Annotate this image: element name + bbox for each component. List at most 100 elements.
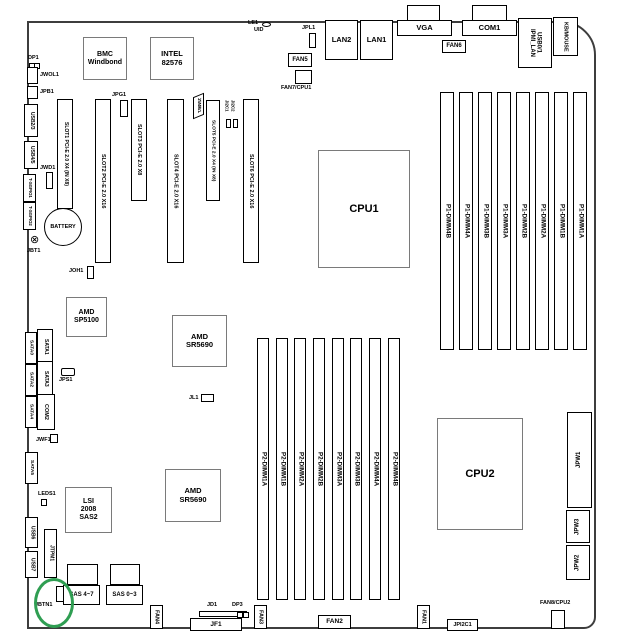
fan8-header xyxy=(551,610,565,629)
usb7-header: USB7 xyxy=(25,551,38,578)
jbtn1-highlight-circle xyxy=(34,578,74,628)
joh1-label: JOH1 xyxy=(69,268,84,274)
slot1-pcie: SLOT1 PCI-E 2.0 X4 (IN X8) xyxy=(57,99,73,209)
chip-lsi-sas2: LSI 2008 SAS2 xyxy=(65,487,112,533)
dimm-slot-p2-1b: P2-DIMM1B xyxy=(276,338,288,600)
leds1-led xyxy=(41,499,47,506)
leds1-label: LEDS1 xyxy=(38,491,56,497)
chip-sp5100: AMD SP5100 xyxy=(66,297,107,337)
chip-intel-82576: INTEL 82576 xyxy=(150,37,194,80)
jwol1-label: JWOL1 xyxy=(40,72,59,78)
vga-port: VGA xyxy=(397,20,452,36)
jpl1-header xyxy=(309,33,316,48)
dimm-slot-p1-1a: P1-DIMM1A xyxy=(573,92,587,350)
ji2c1-header xyxy=(226,119,231,128)
dimm-slot-p2-4b: P2-DIMM4B xyxy=(388,338,400,600)
fan1-header: FAN1 xyxy=(417,605,430,629)
vga-port-tab xyxy=(407,5,440,21)
sata0-port: SATA0 xyxy=(25,332,37,364)
sata2-port: SATA2 xyxy=(25,364,37,396)
sas-4-7-connector-body xyxy=(67,564,98,585)
jps1-header xyxy=(61,368,75,376)
dimm-slot-p2-3a: P2-DIMM3A xyxy=(332,338,344,600)
dimm-slot-p1-1b: P1-DIMM1B xyxy=(554,92,568,350)
tsgpio2-header: T-SGPIO2 xyxy=(23,202,36,230)
jwol1-header xyxy=(27,67,38,84)
usb45-header: USB4/5 xyxy=(24,141,38,169)
jbt1-label: JBT1 xyxy=(27,248,41,254)
joh1-header xyxy=(87,266,94,279)
chip-sr5690-2: AMD SR5690 xyxy=(165,469,221,522)
slot3-pcie: SLOT3 PCI-E 2.0 X8 xyxy=(131,99,147,201)
jwf1-header xyxy=(50,434,58,443)
dp3-led-icon xyxy=(237,612,249,618)
dp3-label: DP3 xyxy=(232,602,243,608)
dimm-slot-p1-4a: P1-DIMM4A xyxy=(459,92,473,350)
sata5-port: SATA5 xyxy=(25,452,38,484)
jpl1-label: JPL1 xyxy=(302,25,316,31)
jwf1-label: JWF1 xyxy=(36,437,51,443)
usb23-header: USB2/3 xyxy=(24,104,38,137)
jps1-label: JPS1 xyxy=(59,377,73,383)
tsgpio1-header: T-SGPIO1 xyxy=(23,174,36,202)
jpg1-header xyxy=(120,100,128,117)
chip-sr5690-1: AMD SR5690 xyxy=(172,315,227,367)
jtpm1-header: JTPM1 xyxy=(44,529,57,578)
slot4-pcie: SLOT4 PCI-E 2.0 X16 xyxy=(167,99,184,263)
lan2-port: LAN2 xyxy=(325,20,358,60)
dimm-slot-p2-2b: P2-DIMM2B xyxy=(313,338,325,600)
jpg1-label: JPG1 xyxy=(112,92,127,98)
fan3-header: FAN3 xyxy=(254,605,267,629)
usb01-ipmi-lan-port: USB0/1 IPMI_LAN xyxy=(518,18,552,68)
lan1-port: LAN1 xyxy=(360,20,393,60)
chip-bmc: BMC Windbond xyxy=(83,37,127,80)
sata1-port: SATA1 xyxy=(37,329,53,364)
le1-label: LE1 xyxy=(248,20,259,26)
jpw2-power-connector: JPW2 xyxy=(566,545,590,580)
dimm-slot-p1-4b: P1-DIMM4B xyxy=(440,92,454,350)
jsmb1-header: JSMB1 xyxy=(193,92,204,120)
fan6-header: FAN6 xyxy=(442,40,466,53)
jf1-header: JF1 xyxy=(190,618,242,631)
fan5-header: FAN5 xyxy=(288,53,312,67)
fan7-label: FAN7/CPU1 xyxy=(281,85,312,91)
com1-port: COM1 xyxy=(462,20,517,36)
slot2-pcie: SLOT2 PCI-E 2.0 X16 xyxy=(95,99,111,263)
fan8-label: FAN8/CPU2 xyxy=(540,600,571,606)
dp1-label: DP1 xyxy=(28,55,39,61)
slot6-pcie: SLOT6 PCI-E 2.0 X16 xyxy=(243,99,259,263)
dimm-slot-p2-4a: P2-DIMM4A xyxy=(369,338,381,600)
battery: BATTERY xyxy=(44,208,82,246)
com1-port-tab xyxy=(472,5,507,21)
jpb1-header xyxy=(27,86,38,99)
jpw1-power-connector: JPW1 xyxy=(567,412,592,508)
dimm-slot-p1-2a: P1-DIMM2A xyxy=(535,92,549,350)
sata4-port: SATA4 xyxy=(25,396,37,428)
ji2c2-header xyxy=(233,119,238,128)
kb-mouse-port: KB/MOUSE xyxy=(553,17,578,56)
jpi2c1-header: JPI2C1 xyxy=(447,619,478,631)
jd1-label: JD1 xyxy=(207,602,218,608)
board-outline xyxy=(27,21,596,629)
dimm-slot-p1-2b: P1-DIMM2B xyxy=(516,92,530,350)
cpu1-socket: CPU1 xyxy=(318,150,410,268)
jpw3-power-connector: JPW3 xyxy=(566,510,590,543)
jbt1-jumper-icon: ⊗ xyxy=(30,234,40,246)
uid-label: UID xyxy=(254,27,264,33)
com2-header: COM2 xyxy=(37,394,55,430)
dimm-slot-p2-1a: P2-DIMM1A xyxy=(257,338,269,600)
dimm-slot-p2-2a: P2-DIMM2A xyxy=(294,338,306,600)
cpu2-socket: CPU2 xyxy=(437,418,523,530)
fan2-header: FAN2 xyxy=(318,615,351,629)
fan4-header: FAN4 xyxy=(150,605,163,629)
jwd1-label: JWD1 xyxy=(40,165,56,171)
uid-led-icon xyxy=(262,22,271,27)
ji2c1-label: JI2C1 xyxy=(224,100,230,112)
sas-0-3-connector-body xyxy=(110,564,140,585)
jpb1-label: JPB1 xyxy=(40,89,54,95)
fan7-header xyxy=(295,70,312,84)
sas-0-3-connector: SAS 0~3 xyxy=(106,585,143,605)
jl1-label: JL1 xyxy=(189,395,199,401)
jl1-header xyxy=(201,394,214,402)
